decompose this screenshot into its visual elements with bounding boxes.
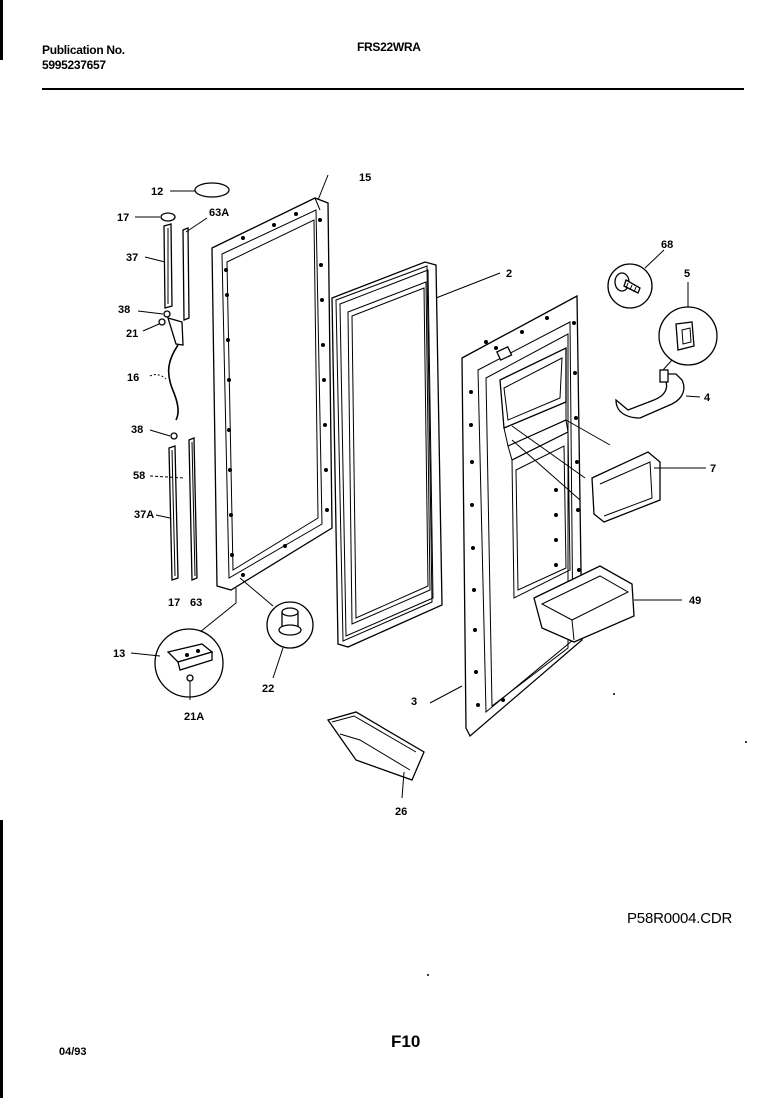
callout-5: 5 [684, 268, 690, 280]
part-15-door-shell [211, 174, 333, 591]
part-7-bin [591, 451, 706, 523]
part-17-cap-top [135, 212, 176, 222]
publication-label: Publication No. [42, 43, 125, 57]
part-38-screw-lower [149, 429, 178, 440]
callout-16: 16 [127, 372, 139, 384]
callout-37: 37 [126, 252, 138, 264]
callout-17-top: 17 [117, 212, 129, 224]
callout-2: 2 [506, 268, 512, 280]
callout-15: 15 [359, 172, 371, 184]
callout-58: 58 [133, 470, 145, 482]
model-number: FRS22WRA [357, 40, 421, 54]
part-5-clip-detail [658, 282, 718, 371]
scan-edge-bottom [0, 820, 3, 1098]
part-37a-handle-lower [149, 445, 185, 581]
callout-63a: 63A [209, 207, 229, 219]
part-63-trim-lower [188, 437, 198, 581]
part-3-door-liner [429, 294, 611, 738]
part-37-handle-upper [144, 223, 173, 309]
callout-68: 68 [661, 239, 673, 251]
part-16-wire [149, 344, 179, 421]
scan-edge-top [0, 0, 3, 60]
callout-13: 13 [113, 648, 125, 660]
callout-38-top: 38 [118, 304, 130, 316]
part-13-hinge-detail [130, 588, 237, 700]
callout-labels: 12 17 63A 15 37 38 21 16 38 58 37A 17 63… [113, 172, 716, 818]
part-2-gasket [331, 261, 501, 648]
part-26-bucket [326, 711, 425, 799]
callout-21: 21 [126, 328, 138, 340]
scan-specks [427, 693, 747, 976]
callout-49: 49 [689, 595, 701, 607]
callout-3: 3 [411, 696, 417, 708]
part-63a-trim-upper [182, 217, 208, 321]
callout-12: 12 [151, 186, 163, 198]
header-rule [42, 88, 744, 90]
part-4-bracket [615, 369, 701, 419]
part-68-screw-detail [607, 249, 665, 309]
part-38-21-screws [137, 310, 184, 346]
callout-22: 22 [262, 683, 274, 695]
callout-21a: 21A [184, 711, 204, 723]
part-49-shelf [533, 565, 682, 643]
callout-63: 63 [190, 597, 202, 609]
part-12-plug [170, 182, 230, 198]
callout-4: 4 [704, 392, 711, 404]
publication-number: 5995237657 [42, 58, 106, 72]
part-22-cam-detail [239, 577, 314, 679]
figure-number: F10 [391, 1032, 421, 1051]
door-shell-holes [224, 212, 329, 577]
callout-26: 26 [395, 806, 407, 818]
callout-37a: 37A [134, 509, 154, 521]
callout-7: 7 [710, 463, 716, 475]
drawing-file-name: P58R0004.CDR [627, 910, 733, 927]
date-code: 04/93 [59, 1046, 87, 1058]
callout-38-bottom: 38 [131, 424, 143, 436]
callout-17-bottom: 17 [168, 597, 180, 609]
